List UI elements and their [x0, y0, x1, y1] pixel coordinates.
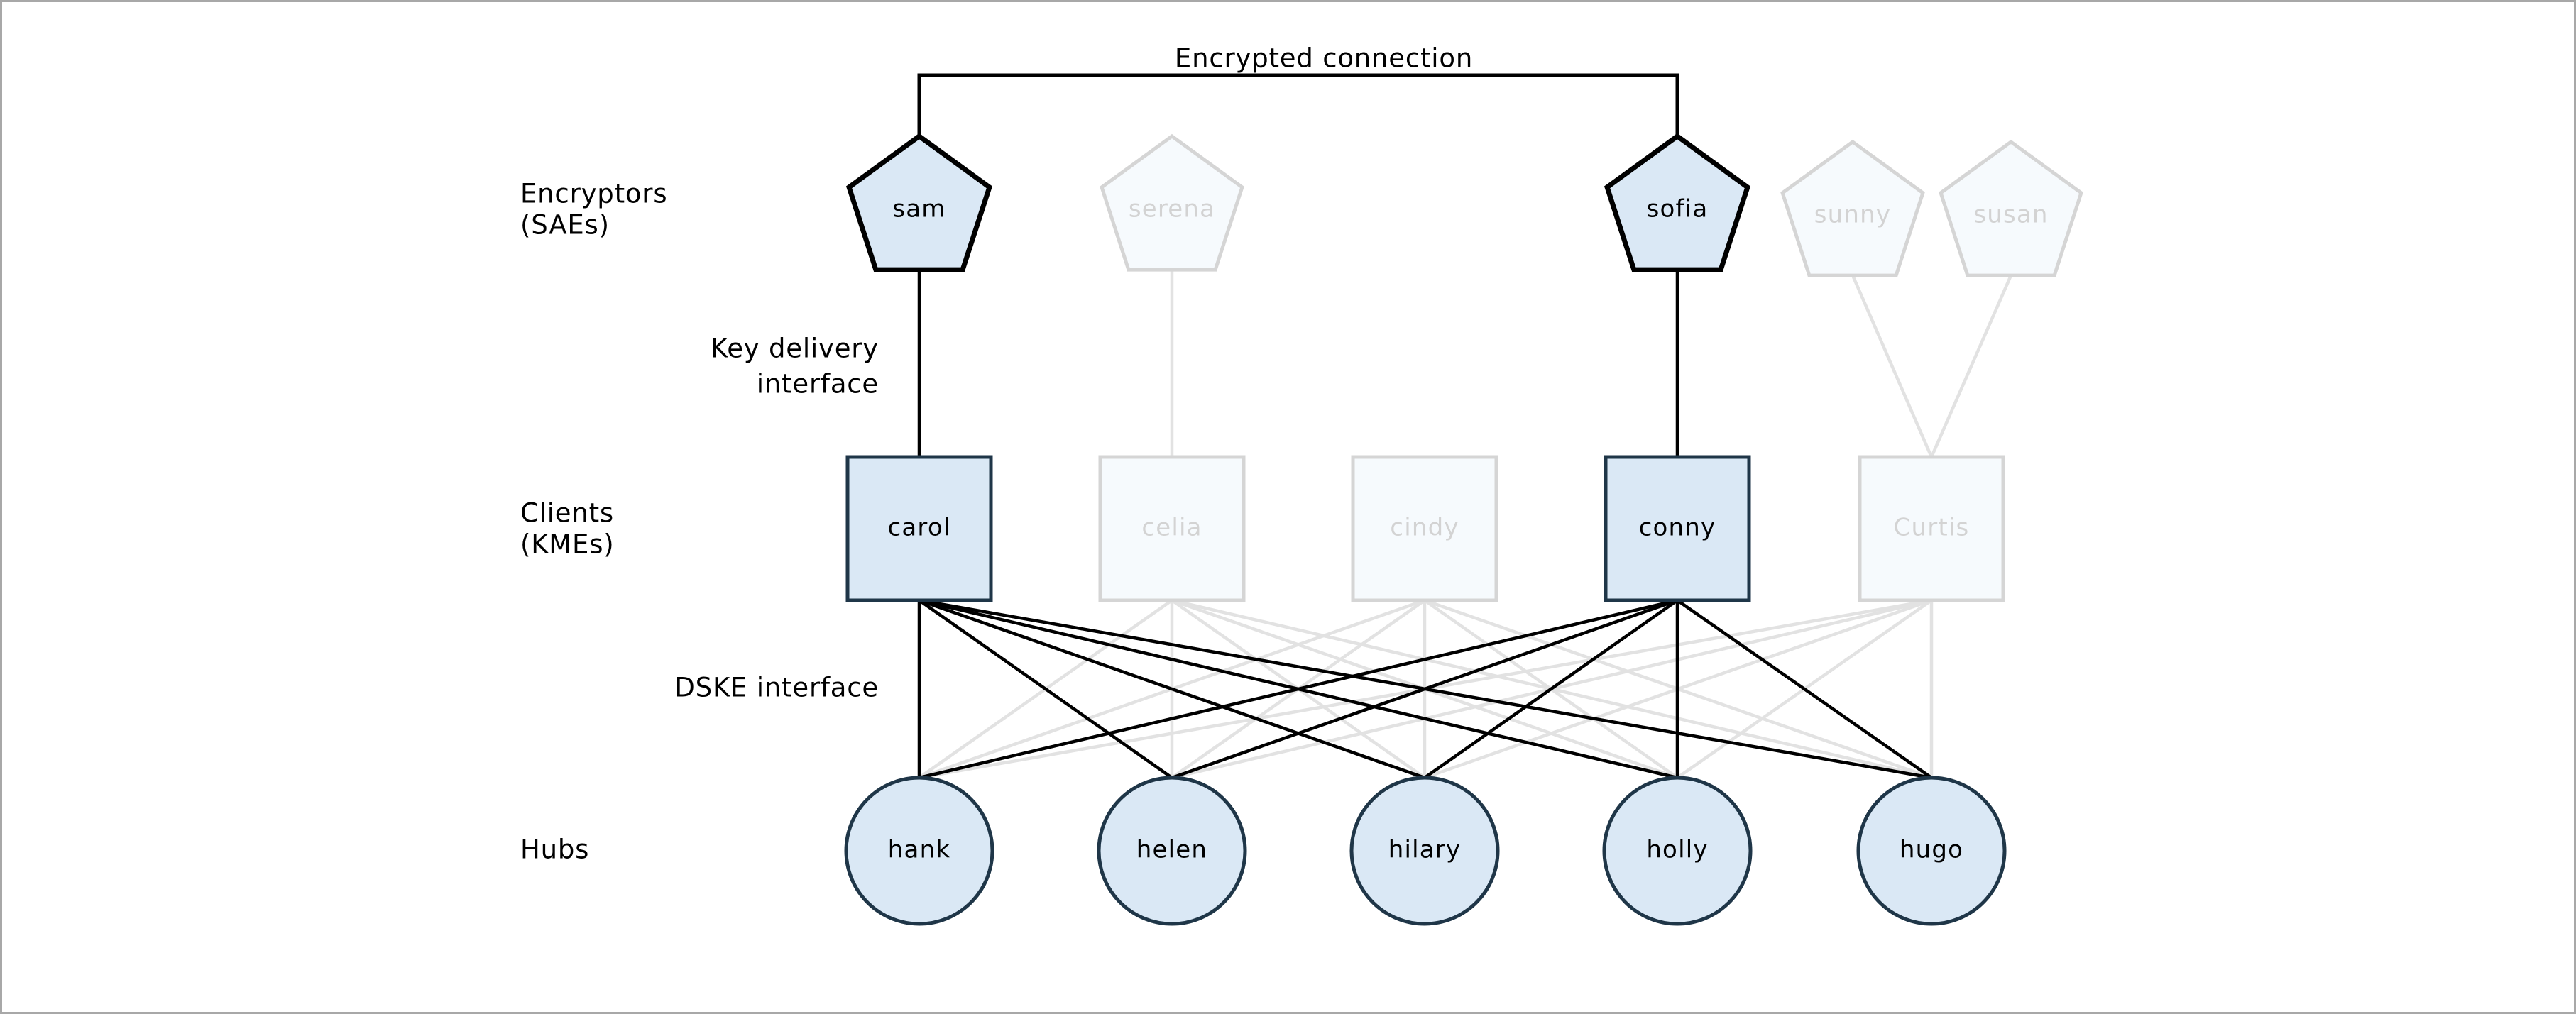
link-susan-Curtis	[1929, 275, 2013, 458]
node-label-cindy: cindy	[1390, 514, 1459, 542]
node-label-Curtis: Curtis	[1894, 514, 1970, 542]
node-label-hugo: hugo	[1900, 836, 1963, 864]
node-label-hank: hank	[888, 836, 950, 864]
interface-label-dske-interface: DSKE interface	[674, 673, 879, 703]
link-conny-helen	[1171, 598, 1678, 780]
node-label-holly: holly	[1646, 836, 1708, 864]
link-carol-helen	[918, 599, 1173, 779]
hub-node-hilary[interactable]	[1349, 776, 1500, 926]
node-label-carol: carol	[887, 514, 950, 542]
encrypted-connection-bracket	[917, 73, 1679, 136]
encryptor-node-serena[interactable]	[1100, 133, 1244, 272]
encrypted-connection-label: Encrypted connection	[1175, 43, 1473, 74]
tier-label-clients: Clients	[520, 498, 614, 529]
client-node-Curtis[interactable]	[1858, 455, 2005, 602]
active-edge-layer	[917, 73, 1933, 780]
encryptor-node-sam[interactable]	[845, 133, 993, 272]
tier-label-clients-sub: (KMEs)	[520, 529, 615, 560]
client-node-conny[interactable]	[1604, 455, 1751, 602]
node-label-conny: conny	[1639, 514, 1716, 542]
node-label-susan: susan	[1973, 201, 2048, 229]
text-layer: sam serena sofia sunny susan carol celia cindy c…	[520, 43, 2048, 865]
node-label-sunny: sunny	[1814, 201, 1891, 229]
node-layer	[844, 133, 2083, 926]
link-conny-hank	[919, 598, 1678, 780]
node-label-hilary: hilary	[1388, 836, 1462, 864]
node-label-sam: sam	[892, 195, 946, 224]
encryptor-node-sofia[interactable]	[1604, 133, 1751, 272]
client-node-celia[interactable]	[1098, 455, 1246, 602]
tier-label-encryptors: Encryptors	[520, 179, 667, 209]
interface-label-key-delivery-interface: Key delivery	[711, 334, 879, 364]
node-label-sofia: sofia	[1647, 195, 1709, 224]
client-node-carol[interactable]	[845, 455, 993, 602]
link-carol-hilary	[919, 598, 1425, 780]
node-label-helen: helen	[1136, 836, 1207, 864]
tier-label-encryptors-sub: (SAEs)	[520, 210, 610, 241]
interface-label-key-delivery-interface-sub: interface	[757, 369, 879, 399]
link-conny-hilary	[1423, 599, 1679, 779]
hub-node-hugo[interactable]	[1856, 776, 2007, 926]
link-sunny-Curtis	[1851, 275, 1934, 458]
hub-node-helen[interactable]	[1097, 776, 1247, 926]
client-node-cindy[interactable]	[1351, 455, 1498, 602]
tier-label-hubs: Hubs	[520, 834, 589, 865]
hub-node-holly[interactable]	[1602, 776, 1753, 926]
link-conny-hugo	[1676, 599, 1933, 779]
node-label-serena: serena	[1129, 195, 1215, 224]
encryptor-node-sunny[interactable]	[1780, 139, 1925, 277]
node-label-celia: celia	[1141, 514, 1202, 542]
hub-node-hank[interactable]	[844, 776, 994, 926]
encryptor-node-susan[interactable]	[1939, 139, 2083, 277]
